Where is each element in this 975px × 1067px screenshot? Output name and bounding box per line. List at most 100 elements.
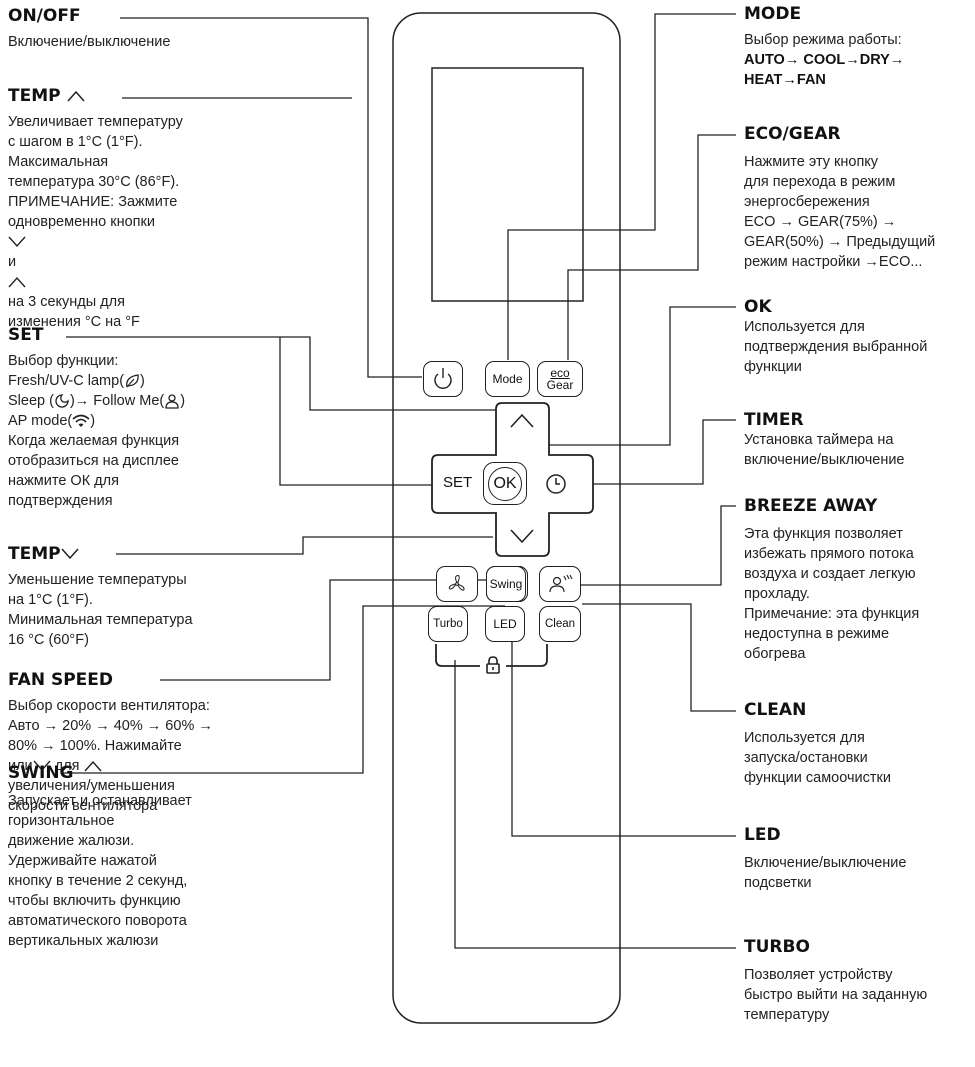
temp-up-and: и <box>8 254 17 270</box>
mode-button-label: Mode <box>492 372 523 386</box>
temp-down-button[interactable] <box>509 526 535 551</box>
arrow-down-icon <box>8 236 26 248</box>
fan-button[interactable] <box>436 566 478 602</box>
fan-speed-title: FAN SPEED <box>8 670 114 690</box>
fan-speed-desc: Выбор скорости вентилятора: Авто → 20% →… <box>8 698 213 754</box>
clean-button[interactable]: Clean <box>539 606 581 642</box>
fan-icon <box>448 574 465 591</box>
eco-label: eco <box>550 366 570 380</box>
arrow-up-icon <box>510 413 534 428</box>
breeze-away-icon <box>549 574 573 593</box>
set-desc-3: Sleep ( <box>8 393 54 409</box>
set-desc-5: Когда желаемая функция отобразиться на д… <box>8 433 180 509</box>
temp-down-title: TEMP <box>8 544 61 564</box>
sleep-icon <box>55 394 69 408</box>
clean-annotation: CLEAN Используется для запуска/остановки… <box>744 700 974 788</box>
mode-annotation: MODE Выбор режима работы: AUTO→ COOL→DRY… <box>744 4 974 90</box>
turbo-title: TURBO <box>744 937 810 957</box>
set-desc-1: Выбор функции: <box>8 353 119 369</box>
fan-speed-for: для <box>54 758 80 774</box>
temp-down-desc: Уменьшение температуры на 1°C (1°F). Мин… <box>8 572 193 648</box>
set-button[interactable]: SET <box>443 474 473 491</box>
arrow-down-icon <box>61 548 79 560</box>
led-title: LED <box>744 825 781 845</box>
eco-gear-desc: Нажмите эту кнопку для перехода в режим … <box>744 154 936 270</box>
clock-icon <box>546 474 566 494</box>
mode-desc: Выбор режима работы: <box>744 32 902 48</box>
timer-desc: Установка таймера на включение/выключени… <box>744 432 905 468</box>
swing-title: SWING <box>8 763 74 783</box>
ok-title: OK <box>744 297 772 317</box>
swing-desc: Запускает и останавливает горизонтальное… <box>8 793 192 949</box>
arrow-up-icon <box>66 90 85 102</box>
fan-speed-leader <box>160 579 486 681</box>
wifi-icon <box>72 414 90 428</box>
led-leader <box>511 620 736 837</box>
led-button-label: LED <box>493 617 517 631</box>
breeze-leader <box>577 505 736 586</box>
led-desc: Включение/выключение подсветки <box>744 855 907 891</box>
arrow-down-icon <box>33 760 51 772</box>
arrow-up-icon <box>83 761 102 772</box>
set-desc-4: AP mode( <box>8 413 73 429</box>
breeze-away-annotation: BREEZE AWAY Эта функция позволяет избежа… <box>744 496 974 664</box>
set-annotation: SET Выбор функции: Fresh/UV-C lamp() Sle… <box>8 325 288 511</box>
breeze-away-desc: Эта функция позволяет избежать прямого п… <box>744 526 920 662</box>
ok-annotation: OK Используется для подтверждения выбран… <box>744 297 974 377</box>
swing-button-label: Swing <box>489 577 523 591</box>
mode-leader <box>507 13 736 360</box>
lock-bracket <box>435 644 548 667</box>
on-off-title: ON/OFF <box>8 6 81 26</box>
turbo-button[interactable]: Turbo <box>428 606 468 642</box>
ok-button[interactable]: OK <box>483 462 527 505</box>
person-icon <box>165 394 179 409</box>
set-desc-2-end: ) <box>140 373 145 389</box>
mode-button[interactable]: Mode <box>485 361 530 397</box>
swing-button[interactable]: Swing <box>486 566 526 602</box>
set-desc-3-mid: )→ Follow Me( <box>69 393 165 409</box>
temp-up-title: TEMP <box>8 86 61 106</box>
fan-speed-annotation: FAN SPEED Выбор скорости вентилятора: Ав… <box>8 670 288 816</box>
turbo-desc: Позволяет устройству быстро выйти на зад… <box>744 967 928 1023</box>
on-off-annotation: ON/OFF Включение/выключение <box>8 6 288 52</box>
temp-up-button[interactable] <box>509 410 535 435</box>
mode-title: MODE <box>744 4 802 24</box>
breeze-away-button[interactable] <box>539 566 581 602</box>
timer-leader <box>582 419 736 485</box>
turbo-annotation: TURBO Позволяет устройству быстро выйти … <box>744 937 974 1025</box>
timer-button[interactable] <box>545 473 567 500</box>
fan-speed-or: или <box>8 758 33 774</box>
arrow-up-icon <box>8 277 26 288</box>
led-button[interactable]: LED <box>485 606 525 642</box>
lock-icon <box>484 655 502 680</box>
on-off-desc: Включение/выключение <box>8 34 171 50</box>
power-button[interactable] <box>423 361 463 397</box>
on-off-leader <box>120 17 422 378</box>
set-desc-2: Fresh/UV-C lamp( <box>8 373 125 389</box>
arrow-down-icon <box>510 529 534 544</box>
turbo-leader <box>454 660 736 949</box>
eco-gear-button[interactable]: eco Gear <box>537 361 583 397</box>
power-icon <box>434 368 452 389</box>
set-arrow-leader <box>66 336 505 411</box>
swing-annotation: SWING Запускает и останавливает горизонт… <box>8 763 288 951</box>
set-desc-3-end: ) <box>180 393 186 409</box>
timer-title: TIMER <box>744 410 804 430</box>
eco-gear-title: ECO/GEAR <box>744 124 841 144</box>
ok-button-label: OK <box>488 466 522 501</box>
remote-display <box>431 67 584 302</box>
clean-button-label: Clean <box>544 618 576 630</box>
ok-desc: Используется для подтверждения выбранной… <box>744 319 928 375</box>
temp-down-leader <box>116 536 493 555</box>
mode-flow: AUTO→ COOL→DRY→ HEAT→FAN <box>744 52 905 88</box>
clean-desc: Используется для запуска/остановки функц… <box>744 730 891 786</box>
temp-down-annotation: TEMP Уменьшение температуры на 1°C (1°F)… <box>8 544 288 650</box>
timer-annotation: TIMER Установка таймера на включение/вык… <box>744 410 974 470</box>
fan-speed-desc-tail: увеличения/уменьшения скорости вентилято… <box>8 778 175 814</box>
set-title: SET <box>8 325 44 345</box>
clean-leader <box>582 603 736 712</box>
temp-up-desc-tail: на 3 секунды для изменения °C на °F <box>8 294 140 330</box>
leaf-icon <box>126 374 139 388</box>
remote-body <box>392 12 621 1024</box>
eco-leader <box>567 134 736 360</box>
